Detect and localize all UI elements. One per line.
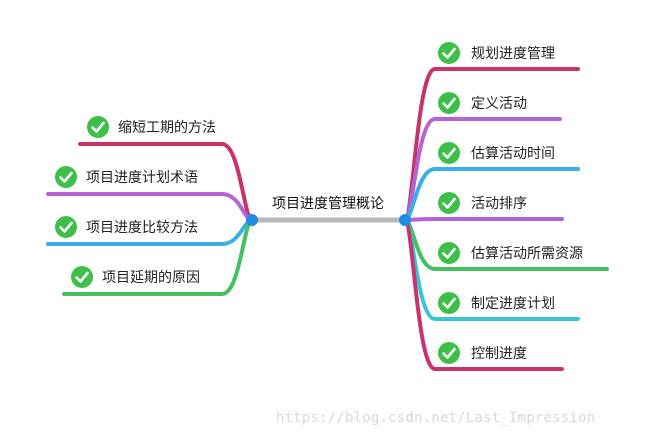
topic-node-right-5[interactable]: 估算活动所需资源 — [438, 242, 583, 264]
topic-label: 估算活动时间 — [471, 146, 555, 162]
topic-label: 制定进度计划 — [471, 296, 555, 312]
topic-node-right-6[interactable]: 制定进度计划 — [438, 292, 555, 314]
check-circle-icon — [438, 342, 460, 364]
check-circle-icon — [87, 116, 109, 138]
topic-label: 定义活动 — [471, 96, 527, 112]
topic-node-right-2[interactable]: 定义活动 — [438, 92, 527, 114]
topic-label: 项目延期的原因 — [102, 270, 200, 286]
check-circle-icon — [438, 92, 460, 114]
branch-line-left-2 — [46, 192, 254, 222]
topic-node-left-4[interactable]: 项目延期的原因 — [71, 266, 200, 288]
watermark-text: https://blog.csdn.net/Last_Impression — [276, 410, 596, 426]
right-hub-dot — [399, 214, 411, 226]
check-circle-icon — [55, 216, 77, 238]
topic-label: 活动排序 — [471, 196, 527, 212]
topic-node-left-2[interactable]: 项目进度计划术语 — [55, 166, 198, 188]
topic-node-right-7[interactable]: 控制进度 — [438, 342, 527, 364]
topic-node-left-3[interactable]: 项目进度比较方法 — [55, 216, 198, 238]
check-circle-icon — [438, 242, 460, 264]
check-circle-icon — [438, 42, 460, 64]
topic-label: 项目进度比较方法 — [86, 220, 198, 236]
check-circle-icon — [55, 166, 77, 188]
topic-node-right-4[interactable]: 活动排序 — [438, 192, 527, 214]
topic-label: 估算活动所需资源 — [471, 246, 583, 262]
topic-node-left-1[interactable]: 缩短工期的方法 — [87, 116, 216, 138]
check-circle-icon — [438, 142, 460, 164]
topic-label: 控制进度 — [471, 346, 527, 362]
check-circle-icon — [438, 292, 460, 314]
branch-line-right-4 — [403, 217, 564, 222]
left-hub-dot — [246, 214, 258, 226]
check-circle-icon — [71, 266, 93, 288]
check-circle-icon — [438, 192, 460, 214]
central-topic-label[interactable]: 项目进度管理概论 — [272, 196, 384, 212]
topic-label: 规划进度管理 — [471, 46, 555, 62]
topic-node-right-3[interactable]: 估算活动时间 — [438, 142, 555, 164]
topic-label: 缩短工期的方法 — [118, 120, 216, 136]
branch-line-right-7 — [403, 218, 564, 371]
topic-node-right-1[interactable]: 规划进度管理 — [438, 42, 555, 64]
topic-label: 项目进度计划术语 — [86, 170, 198, 186]
branch-line-right-3 — [403, 167, 580, 222]
